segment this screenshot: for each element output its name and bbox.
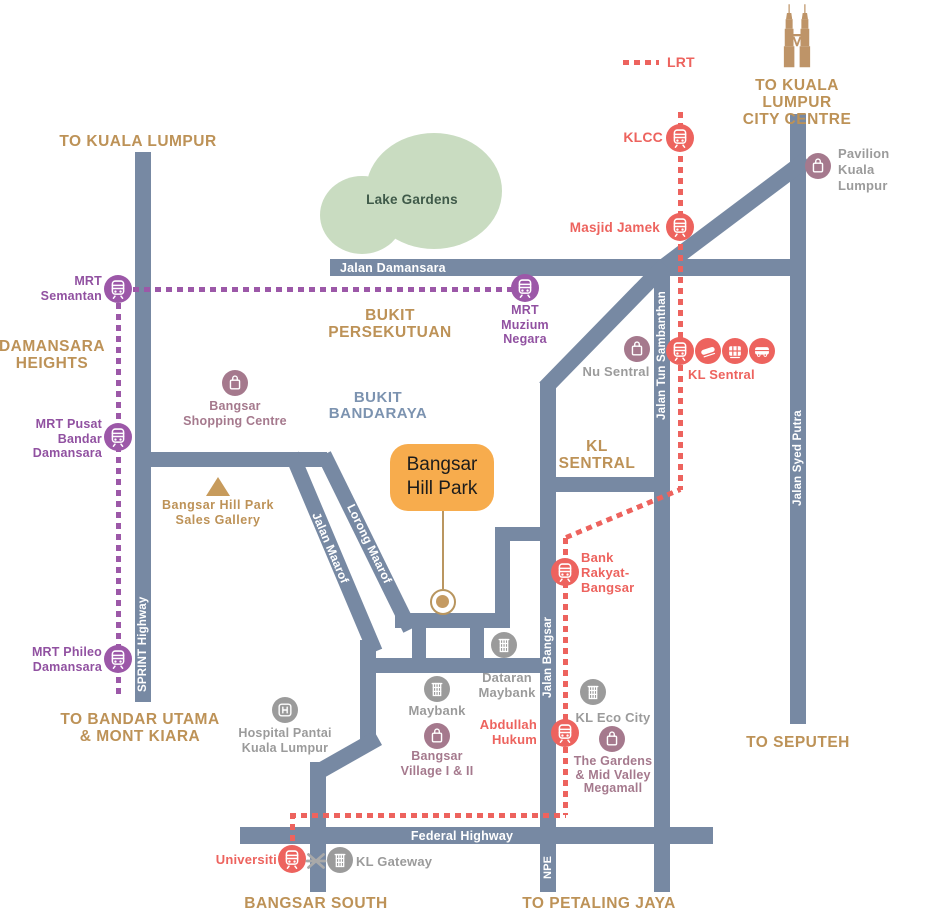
kl-eco-city-label: KL Eco City [575,710,651,725]
lrt-line-v3 [290,813,295,851]
mrt-muzium-negara-label: MRT Muzium Negara [501,303,549,346]
road-jalan-tun-sambanthan [654,268,670,892]
lrt-station-icon-universiti [278,845,306,873]
lrt-line-v1 [678,112,683,490]
direction-kl-city-centre: TO KUALA LUMPUR CITY CENTRE [742,77,852,128]
mrt-pusat-bandar-damansara-label: MRT Pusat Bandar Damansara [32,417,102,460]
masjid-jamek-label: Masjid Jamek [569,220,660,235]
direction-kuala-lumpur: TO KUALA LUMPUR [59,133,217,150]
mrt-line-vertical [116,292,121,695]
building-icon-dataran-maybank [491,632,517,658]
abdullah-hukum-label: Abdullah Hukum [479,717,537,747]
mrt-phileo-damansara-label: MRT Phileo Damansara [31,645,102,674]
building-icon-kl-gateway [327,847,353,873]
jalan-damansara-label: Jalan Damansara [340,261,446,275]
petronas-towers-icon [769,4,825,71]
area-bukit-persekutuan: BUKIT PERSEKUTUAN [328,307,452,341]
lrt-station-icon-kl-sentral [666,337,694,365]
road-federal-highway [240,827,713,844]
bangsar-hill-park-callout: Bangsar Hill Park [390,444,494,511]
direction-petaling-jaya: TO PETALING JAYA [522,895,676,912]
jalan-bangsar-label: Jalan Bangsar [542,616,554,699]
kl-gateway-label: KL Gateway [356,854,433,869]
road-bangsar-mid-h3 [365,658,543,673]
shopping-bag-icon-gardens-midvalley [599,726,625,752]
road-bangsar-south [310,762,326,892]
pavilion-label: Pavilion Kuala Lumpur [838,146,890,193]
gardens-midvalley-label: The Gardens & Mid Valley Megamall [573,754,653,795]
mrt-station-icon-pusat-bandar-damansara [104,423,132,451]
road-stub-2 [470,622,484,664]
nu-sentral-label: Nu Sentral [582,364,650,379]
mrt-station-icon-phileo-damansara [104,645,132,673]
interchange-icon-kl-gateway [304,851,328,871]
building-icon-kl-eco-city [580,679,606,705]
callout-stem [442,511,444,589]
kl-sentral-station-label: KL Sentral [688,367,755,382]
road-jalan-damansara [330,259,806,276]
hospital-icon-pantai [272,697,298,723]
klcc-label: KLCC [623,129,663,145]
sales-gallery-triangle-icon [206,477,230,496]
jalan-tun-sambanthan-label: Jalan Tun Sambanthan [656,290,668,421]
erl-icon-kl-sentral [695,338,721,364]
ktm-icon-kl-sentral [722,338,748,364]
road-bangsar-mid-h2 [500,527,544,541]
shopping-bag-icon-bangsar-shopping-centre [222,370,248,396]
universiti-label: Universiti [215,852,277,867]
mrt-station-icon-muzium-negara [511,274,539,302]
federal-highway-label: Federal Highway [410,829,514,843]
lrt-station-icon-bank-rakyat [551,558,579,586]
lrt-line-h1 [290,813,566,818]
area-bukit-bandaraya: BUKIT BANDARAYA [328,389,428,422]
bangsar-hill-park-marker-dot [436,595,449,608]
direction-seputeh: TO SEPUTEH [746,734,850,751]
direction-bandar-utama: TO BANDAR UTAMA & MONT KIARA [60,711,220,745]
lorong-maarof-label: Lorong Maarof [344,501,395,586]
area-kl-sentral: KL SENTRAL [558,438,636,472]
road-maarof-south [360,640,376,740]
lrt-station-icon-masjid-jamek [666,213,694,241]
bangsar-shopping-centre-label: Bangsar Shopping Centre [183,399,287,428]
sales-gallery-label: Bangsar Hill Park Sales Gallery [161,498,275,527]
lrt-legend-label: LRT [667,54,695,70]
bank-rakyat-bangsar-label: Bank Rakyat- Bangsar [581,550,635,595]
road-maarof-connector [147,452,327,467]
mrt-line-horizontal [122,287,518,292]
road-kl-sentral-connector [540,477,670,492]
lake-gardens-label: Lake Gardens [366,192,458,207]
area-bangsar-south: BANGSAR SOUTH [244,895,388,912]
mrt-semantan-label: MRT Semantan [40,274,102,303]
bangsar-village-label: Bangsar Village I & II [400,749,474,778]
lrt-legend-dashes [623,60,659,65]
road-jalan-bangsar-npe [540,383,556,892]
road-stub-1 [412,622,426,664]
jalan-maarof-label: Jalan Maarof [309,510,352,586]
mrt-station-icon-semantan [104,275,132,303]
hospital-pantai-label: Hospital Pantai Kuala Lumpur [238,726,332,755]
lrt-station-icon-klcc [666,124,694,152]
road-bangsar-mid-v1 [495,527,510,628]
area-damansara-heights: DAMANSARA HEIGHTS [0,338,106,372]
building-icon-maybank [424,676,450,702]
npe-label: NPE [542,855,554,879]
jalan-syed-putra-label: Jalan Syed Putra [792,410,804,506]
shopping-bag-icon-nu-sentral [624,336,650,362]
road-jalan-syed-putra [790,114,806,724]
lrt-line-v2 [563,538,568,815]
bus-icon-kl-sentral [749,338,775,364]
dataran-maybank-label: Dataran Maybank [478,670,536,700]
sprint-highway-label: SPRINT Highway [137,596,149,692]
maybank-label: Maybank [408,703,466,718]
shopping-bag-icon-pavilion [805,153,831,179]
lake-gardens-area [320,133,502,254]
